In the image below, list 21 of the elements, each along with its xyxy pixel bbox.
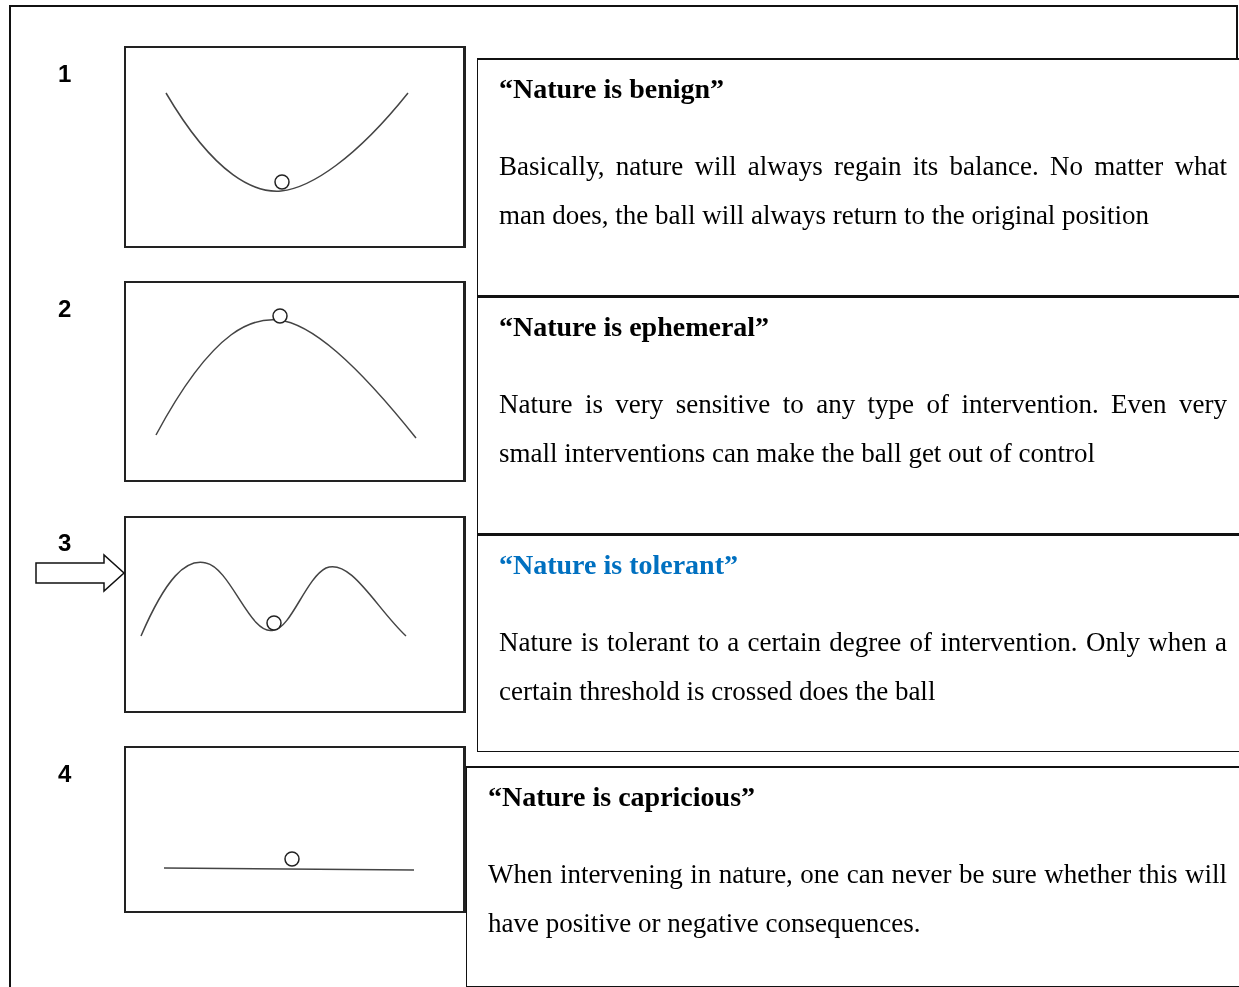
row-number: 2 — [58, 295, 72, 323]
text-panel — [477, 58, 1239, 296]
diagram-frame — [124, 46, 466, 248]
row-number: 4 — [58, 760, 72, 788]
diagram-frame — [124, 516, 466, 713]
heading: “Nature is capricious” — [488, 780, 757, 814]
description: Nature is very sensitive to any type of intervention. Even very small interventions can make the ball get out of control — [499, 388, 1227, 470]
description: Nature is tolerant to a certain degree of intervention. Only when a certain threshold is crossed does the ball — [499, 626, 1227, 708]
row-number: 1 — [58, 60, 72, 88]
description: When intervening in nature, one can never be sure whether this will have positive or negative consequences. — [488, 858, 1227, 940]
block-arrow — [35, 553, 126, 593]
text-panel — [477, 534, 1239, 752]
heading: “Nature is tolerant” — [499, 548, 739, 582]
diagram-frame — [124, 746, 466, 913]
heading: “Nature is benign” — [499, 72, 726, 106]
text-panel — [466, 766, 1239, 987]
heading: “Nature is ephemeral” — [499, 310, 771, 344]
diagram-frame — [124, 281, 466, 482]
description: Basically, nature will always regain its balance. No matter what man does, the ball will always return to the original position — [499, 150, 1227, 232]
text-panel — [477, 296, 1239, 534]
row-number: 3 — [58, 529, 72, 557]
